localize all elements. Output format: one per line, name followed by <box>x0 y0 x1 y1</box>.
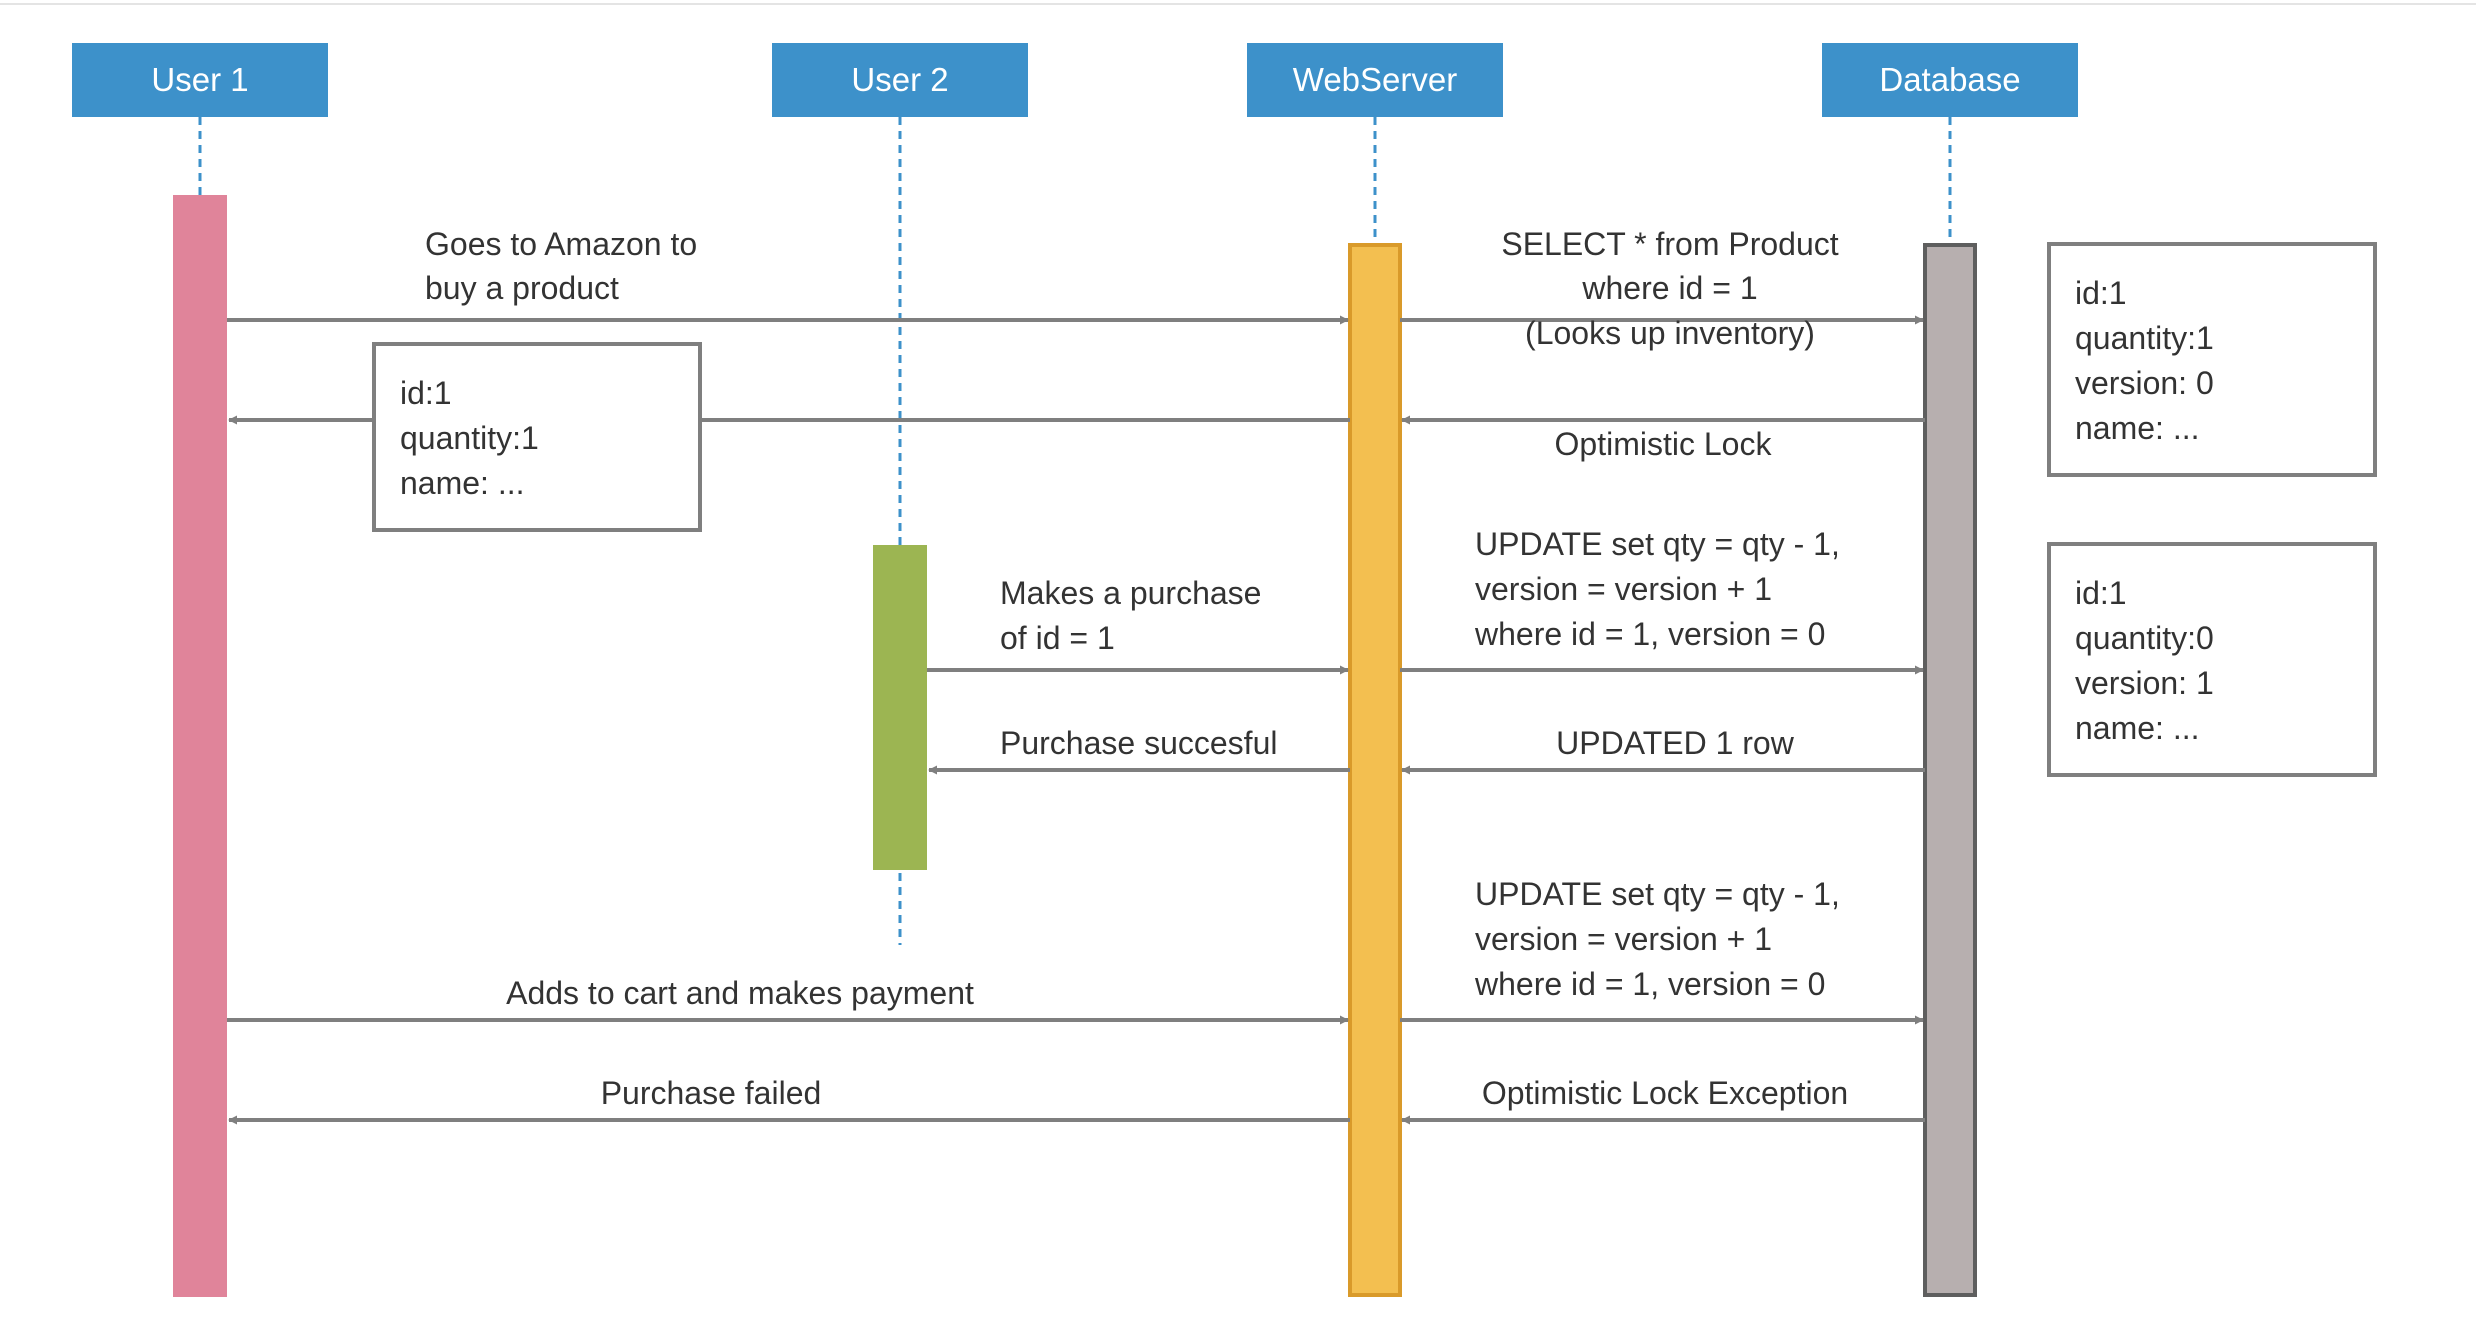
note-db-after-line3: version: 1 <box>2075 665 2214 701</box>
actor-user2-label: User 2 <box>851 61 948 98</box>
msg-select-line3: (Looks up inventory) <box>1525 315 1815 351</box>
actor-webserver-label: WebServer <box>1293 61 1457 98</box>
actor-user2: User 2 <box>772 43 1028 117</box>
actor-webserver: WebServer <box>1247 43 1503 117</box>
msg-select-line1: SELECT * from Product <box>1501 226 1838 262</box>
msg-update1-line3: where id = 1, version = 0 <box>1474 616 1825 652</box>
note-user1-record-line3: name: ... <box>400 465 525 501</box>
msg-makes-purchase-line2: of id = 1 <box>1000 620 1115 656</box>
webserver-activation-bar <box>1348 243 1402 1297</box>
msg-goes-to-amazon-line2: buy a product <box>425 270 619 306</box>
msg-goes-to-amazon-line1: Goes to Amazon to <box>425 226 697 262</box>
actor-database-label: Database <box>1879 61 2020 98</box>
msg-select-line2: where id = 1 <box>1581 270 1757 306</box>
msg-optimistic-lock-exception: Optimistic Lock Exception <box>1482 1075 1848 1111</box>
note-db-before-line4: name: ... <box>2075 410 2200 446</box>
msg-optimistic-lock: Optimistic Lock <box>1555 426 1773 462</box>
note-db-before-line1: id:1 <box>2075 275 2127 311</box>
note-user1-record: id:1 quantity:1 name: ... <box>372 342 702 532</box>
msg-purchase-successful: Purchase succesful <box>1000 725 1277 761</box>
note-db-before-line3: version: 0 <box>2075 365 2214 401</box>
note-db-record-after: id:1 quantity:0 version: 1 name: ... <box>2047 542 2377 777</box>
note-user1-record-line2: quantity:1 <box>400 420 539 456</box>
note-db-after-line4: name: ... <box>2075 710 2200 746</box>
msg-purchase-failed: Purchase failed <box>601 1075 822 1111</box>
msg-update2-line1: UPDATE set qty = qty - 1, <box>1475 876 1840 912</box>
note-db-after-line2: quantity:0 <box>2075 620 2214 656</box>
actor-database: Database <box>1822 43 2078 117</box>
actor-user1-label: User 1 <box>151 61 248 98</box>
msg-update2-line3: where id = 1, version = 0 <box>1474 966 1825 1002</box>
note-db-record-before: id:1 quantity:1 version: 0 name: ... <box>2047 242 2377 477</box>
msg-makes-purchase-line1: Makes a purchase <box>1000 575 1261 611</box>
note-db-after-line1: id:1 <box>2075 575 2127 611</box>
actor-user1: User 1 <box>72 43 328 117</box>
msg-updated-row: UPDATED 1 row <box>1556 725 1795 761</box>
msg-update1-line2: version = version + 1 <box>1475 571 1772 607</box>
msg-update1-line1: UPDATE set qty = qty - 1, <box>1475 526 1840 562</box>
database-activation-bar <box>1923 243 1977 1297</box>
user2-activation-bar <box>873 545 927 870</box>
msg-update2-line2: version = version + 1 <box>1475 921 1772 957</box>
note-db-before-line2: quantity:1 <box>2075 320 2214 356</box>
msg-adds-to-cart: Adds to cart and makes payment <box>506 975 974 1011</box>
user1-activation-bar <box>173 195 227 1297</box>
note-user1-record-line1: id:1 <box>400 375 452 411</box>
